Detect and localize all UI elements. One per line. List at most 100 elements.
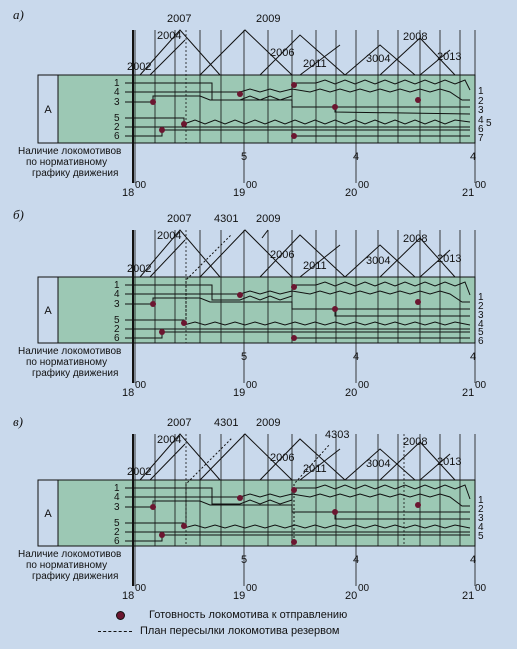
svg-text:20: 20 (345, 187, 357, 199)
train-3004-b: 3004 (366, 255, 390, 267)
train-2002-a: 2002 (127, 61, 151, 73)
train-2008-a: 2008 (403, 31, 427, 43)
row-right-a: 6 (478, 124, 484, 135)
svg-text:00: 00 (358, 583, 370, 594)
station-label-v: A (44, 508, 52, 520)
row-right-a: 2 (478, 96, 484, 107)
svg-text:19: 19 (233, 387, 245, 399)
dots-b (150, 284, 421, 341)
grid-v (132, 434, 476, 586)
legend-dot-label: Готовность локомотива к отправлению (149, 609, 348, 621)
count-21-b: 4 (470, 351, 476, 363)
row-left-b: 3 (114, 299, 120, 310)
row-right-a: 4 (478, 115, 484, 126)
row-left-b: 5 (114, 315, 120, 326)
panel-v: в) A (0, 404, 517, 604)
count-20-b: 4 (353, 351, 359, 363)
svg-text:00: 00 (246, 380, 258, 391)
row-right-v: 3 (478, 513, 484, 524)
svg-text:00: 00 (475, 180, 487, 191)
station-box-b (37, 276, 59, 344)
dash-line-icon (98, 630, 132, 632)
svg-text:19: 19 (233, 590, 245, 602)
row-left-v: 5 (114, 518, 120, 529)
svg-text:18: 18 (122, 387, 134, 399)
station-label-b: A (44, 305, 52, 317)
count-19-v: 5 (241, 554, 247, 566)
station-label-a: A (44, 104, 52, 116)
svg-text:18: 18 (122, 187, 134, 199)
row-right-a: 7 (478, 133, 484, 144)
station-box-a (37, 74, 59, 144)
svg-text:20: 20 (345, 590, 357, 602)
count-21-v: 4 (470, 554, 476, 566)
count-21-a: 4 (470, 151, 476, 163)
row-right-v: 4 (478, 522, 484, 533)
dot-icon (116, 610, 125, 620)
train-2011-a: 2011 (303, 58, 327, 70)
train-3004-a: 3004 (366, 53, 390, 65)
dots-a (150, 82, 421, 139)
row-right-b: 3 (478, 310, 484, 321)
train-lines-a (139, 29, 456, 76)
svg-text:00: 00 (135, 583, 147, 594)
row-left-b: 2 (114, 324, 120, 335)
train-2009-v: 2009 (256, 417, 280, 429)
row-left-a: 5 (114, 113, 120, 124)
diagram-a: A (37, 13, 492, 199)
train-lines-v (139, 433, 456, 481)
svg-text:00: 00 (135, 180, 147, 191)
row-right-v: 1 (478, 495, 484, 506)
row-left-a: 4 (114, 87, 120, 98)
row-left-v: 6 (114, 536, 120, 547)
row-left-v: 3 (114, 502, 120, 513)
train-2006-a: 2006 (270, 47, 294, 59)
row-left-v: 4 (114, 492, 120, 503)
train-2006-v: 2006 (270, 452, 294, 464)
train-2006-b: 2006 (270, 249, 294, 261)
train-4303-v: 4303 (325, 429, 349, 441)
panel-label-b: б) (13, 207, 24, 222)
panel-a: а) A (0, 0, 517, 200)
train-2002-v: 2002 (127, 466, 151, 478)
svg-text:00: 00 (358, 180, 370, 191)
svg-text:00: 00 (475, 583, 487, 594)
row-left-a: 3 (114, 97, 120, 108)
count-20-a: 4 (353, 151, 359, 163)
band-a (37, 74, 476, 144)
legend-dash-label: План пересылки локомотива резервом (140, 625, 340, 637)
train-2004-a: 2004 (157, 30, 181, 42)
legend-dash: План пересылки локомотива резервом (98, 625, 340, 637)
count-20-v: 4 (353, 554, 359, 566)
panel-label-a: а) (13, 7, 24, 22)
row-right-a: 3 (478, 105, 484, 116)
row-right-v: 5 (478, 531, 484, 542)
row-right-b: 1 (478, 292, 484, 303)
dots-v (150, 487, 421, 545)
svg-text:21: 21 (462, 590, 474, 602)
train-lines-b (139, 229, 456, 278)
row-right-b: 2 (478, 301, 484, 312)
train-2013-v: 2013 (437, 456, 461, 468)
station-box-v (37, 479, 59, 547)
train-2009-a: 2009 (256, 13, 280, 25)
svg-text:00: 00 (135, 380, 147, 391)
train-2008-v: 2008 (403, 436, 427, 448)
train-2008-b: 2008 (403, 233, 427, 245)
band-b (37, 276, 476, 344)
row-left-b: 4 (114, 289, 120, 300)
row-right-b: 4 (478, 319, 484, 330)
svg-text:21: 21 (462, 187, 474, 199)
svg-text:18: 18 (122, 590, 134, 602)
diagram-v: A (37, 417, 487, 602)
panel-b: б) A (0, 200, 517, 400)
train-4301-v: 4301 (214, 417, 238, 429)
train-2009-b: 2009 (256, 213, 280, 225)
train-2007-b: 2007 (167, 213, 191, 225)
reserve-4301-v (185, 437, 233, 526)
